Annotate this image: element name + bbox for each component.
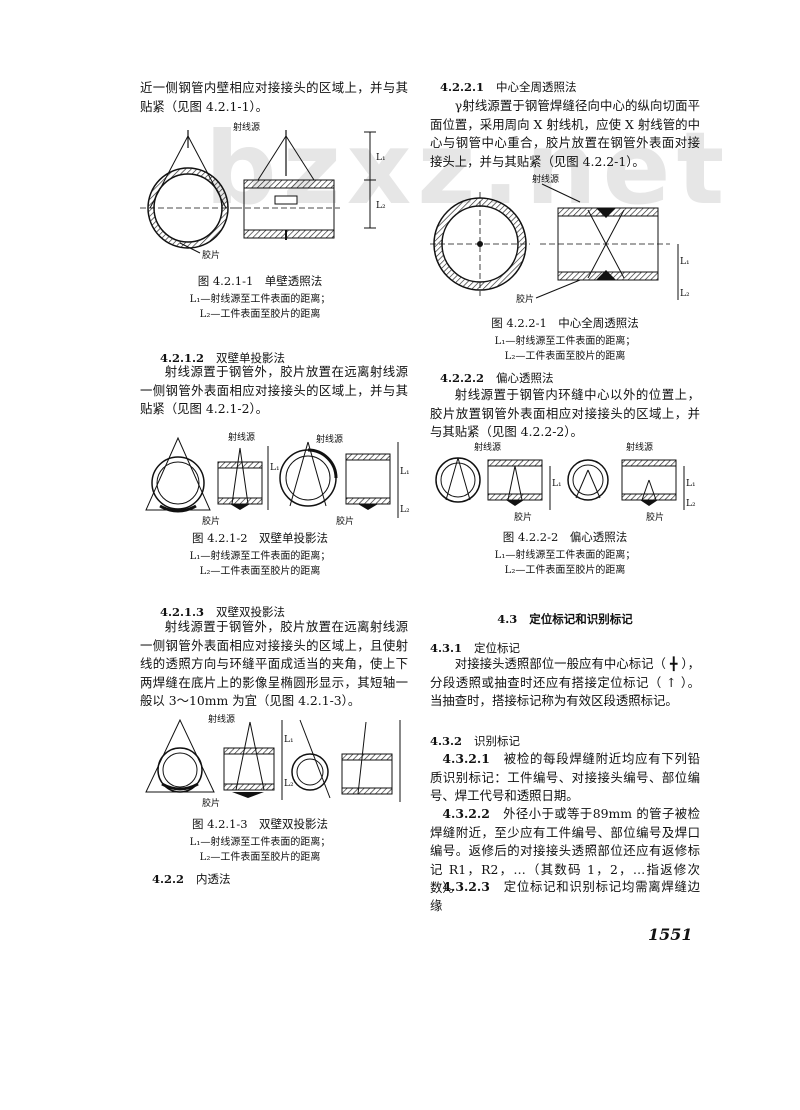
fig5-source-label-1: 射线源 (474, 441, 501, 453)
section-number: 4.2.1.2 (160, 351, 205, 365)
fig5-note-l2: L₂—工件表面至胶片的距离 (504, 565, 626, 576)
fig3-caption: 图 4.2.1-3 双壁双投影法 (191, 817, 329, 831)
fig1-note-l1: L₁—射线源至工件表面的距离； (189, 294, 331, 305)
section-title: 定位标记和识别标记 (529, 612, 633, 626)
fig2-source-label-1: 射线源 (228, 431, 255, 443)
fig5-film-label-1: 胶片 (514, 511, 532, 523)
paragraph-4-2-2-1: γ射线源置于钢管焊缝径向中心的纵向切面平面位置，采用周向 X 射线机，应使 X … (430, 98, 700, 169)
fig3-caption-block: 图 4.2.1-3 双壁双投影法 L₁—射线源至工件表面的距离； L₂—工件表面… (150, 817, 370, 865)
fig4-source-label: 射线源 (532, 173, 559, 185)
fig4-note-l1: L₁—射线源至工件表面的距离； (494, 336, 636, 347)
figure-4-2-1-3: 射线源 L₁ L₂ 胶片 (145, 713, 401, 809)
section-title: 内透法 (196, 872, 231, 886)
paragraph-4-3-2-2: 4.3.2.2 外径小于或等于89mm 的管子被检焊缝附近，至少应有工件编号、部… (430, 805, 700, 898)
fig1-note-l2: L₂—工件表面至胶片的距离 (199, 309, 321, 320)
paragraph-4-2-2-2: 射线源置于钢管内环缝中心以外的位置上，胶片放置钢管外表面相应对接接头的区域上，并… (430, 387, 700, 439)
section-number: 4.3.1 (430, 641, 463, 655)
section-4-2-2-1-heading: 4.2.2.1 中心全周透照法 (440, 79, 577, 95)
fig1-l2-label: L₂ (376, 201, 386, 211)
fig2-note-l1: L₁—射线源至工件表面的距离； (189, 551, 331, 562)
fig2-source-label-2: 射线源 (316, 433, 343, 445)
fig2-l1-label-1: L₁ (270, 463, 280, 473)
fig2-caption: 图 4.2.1-2 双壁单投影法 (191, 531, 329, 545)
fig1-caption: 图 4.2.1-1 单壁透照法 (197, 274, 323, 288)
section-number: 4.3.2 (430, 734, 463, 748)
fig2-film-label-1: 胶片 (202, 515, 220, 527)
fig5-caption-block: 图 4.2.2-2 偏心透照法 L₁—射线源至工件表面的距离； L₂—工件表面至… (450, 530, 680, 578)
fig2-l2-label-2: L₂ (400, 505, 410, 515)
section-4-2-2-heading: 4.2.2 内透法 (152, 871, 231, 887)
fig1-l1-label: L₁ (376, 153, 386, 163)
fig5-film-label-2: 胶片 (646, 511, 664, 523)
section-4-2-1-3-heading: 4.2.1.3 双壁双投影法 (160, 604, 285, 620)
section-title: 中心全周透照法 (496, 80, 577, 94)
fig5-l1-label-1: L₁ (552, 479, 562, 489)
fig3-note-l2: L₂—工件表面至胶片的距离 (199, 852, 321, 863)
section-number: 4.2.1.3 (160, 605, 205, 619)
fig1-film-label: 胶片 (202, 249, 220, 261)
fig1-caption-block: 图 4.2.1-1 单壁透照法 L₁—射线源至工件表面的距离； L₂—工件表面至… (150, 274, 370, 322)
section-4-3-2-heading: 4.3.2 识别标记 (430, 733, 520, 749)
paragraph-4-3-2-3: 4.3.2.3 定位标记和识别标记均需离焊缝边缘 (430, 878, 700, 915)
section-number: 4.2.2.1 (440, 80, 485, 94)
fig5-l1-label-2: L₁ (686, 479, 696, 489)
paragraph-4-2-1-3: 射线源置于钢管外，胶片放置在远离射线源一侧钢管外表面相应对接接头的区域上，且使射… (140, 619, 408, 708)
section-4-2-2-2-heading: 4.2.2.2 偏心透照法 (440, 370, 554, 386)
fig4-l2-label: L₂ (680, 289, 690, 299)
fig3-l2-label: L₂ (284, 779, 294, 789)
section-number: 4.2.2.2 (440, 371, 485, 385)
fig4-note-l2: L₂—工件表面至胶片的距离 (504, 351, 626, 362)
fig5-note-l1: L₁—射线源至工件表面的距离； (494, 550, 636, 561)
fig2-caption-block: 图 4.2.1-2 双壁单投影法 L₁—射线源至工件表面的距离； L₂—工件表面… (150, 531, 370, 579)
fig3-note-l1: L₁—射线源至工件表面的距离； (189, 837, 331, 848)
section-number: 4.3.2.3 (442, 879, 490, 894)
figure-4-2-1-1: 射线源 L₁ L₂ 胶片 (140, 121, 386, 261)
section-number: 4.3.2.2 (442, 806, 490, 821)
fig2-film-label-2: 胶片 (336, 515, 354, 527)
fig5-l2-label-2: L₂ (686, 499, 696, 509)
fig1-source-label: 射线源 (233, 121, 260, 133)
section-number: 4.3 (497, 612, 518, 626)
paragraph-4-2-1-2: 射线源置于钢管外，胶片放置在远离射线源一侧钢管外表面相应对接接头的区域上，并与其… (140, 364, 408, 416)
section-title: 识别标记 (474, 734, 521, 748)
paragraph-text: 定位标记和识别标记均需离焊缝边缘 (430, 879, 701, 913)
paragraph-4-3-1: 对接接头透照部位一般应有中心标记（ ╋ ），分段透照或抽查时还应有搭接定位标记（… (430, 656, 700, 708)
page-number: 1551 (648, 925, 693, 944)
fig4-l1-label: L₁ (680, 257, 690, 267)
section-title: 双壁单投影法 (216, 351, 286, 365)
fig3-source-label: 射线源 (208, 713, 235, 725)
figure-4-2-1-2: 射线源 L₁ 射线源 L₁ L₂ 胶片 胶片 (145, 431, 410, 527)
intro-paragraph: 近一侧钢管内壁相应对接接头的区域上，并与其贴紧（见图 4.2.1-1）。 (140, 80, 408, 114)
paragraph-text: 外径小于或等于89mm 的管子被检焊缝附近，至少应有工件编号、部位编号及焊口编号… (430, 806, 700, 895)
section-title: 偏心透照法 (496, 371, 554, 385)
section-4-3-1-heading: 4.3.1 定位标记 (430, 640, 520, 656)
section-title: 双壁双投影法 (216, 605, 286, 619)
fig5-source-label-2: 射线源 (626, 441, 653, 453)
fig4-caption: 图 4.2.2-1 中心全周透照法 (491, 316, 639, 330)
figure-4-2-2-2: L₁ 射线源 胶片 L₁ L₂ 射线源 胶片 (435, 441, 696, 523)
fig5-caption: 图 4.2.2-2 偏心透照法 (502, 530, 628, 544)
section-number: 4.2.2 (152, 872, 185, 886)
fig4-film-label: 胶片 (516, 293, 534, 305)
paragraph-text: 被检的每段焊缝附近均应有下列铅质识别标记：工件编号、对接接头编号、部位编号、焊工… (430, 751, 701, 803)
figure-4-2-2-1: L₁ L₂ 射线源 胶片 (430, 173, 690, 305)
fig2-note-l2: L₂—工件表面至胶片的距离 (199, 566, 321, 577)
section-4-3-heading: 4.3 定位标记和识别标记 (430, 611, 700, 627)
fig4-caption-block: 图 4.2.2-1 中心全周透照法 L₁—射线源至工件表面的距离； L₂—工件表… (450, 316, 680, 364)
fig2-l1-label-2: L₁ (400, 467, 410, 477)
paragraph-4-3-2-1: 4.3.2.1 被检的每段焊缝附近均应有下列铅质识别标记：工件编号、对接接头编号… (430, 750, 700, 806)
section-number: 4.3.2.1 (442, 751, 490, 766)
section-title: 定位标记 (474, 641, 521, 655)
fig3-l1-label: L₁ (284, 735, 294, 745)
fig3-film-label: 胶片 (202, 797, 220, 809)
section-4-2-1-2-heading: 4.2.1.2 双壁单投影法 (160, 350, 285, 366)
